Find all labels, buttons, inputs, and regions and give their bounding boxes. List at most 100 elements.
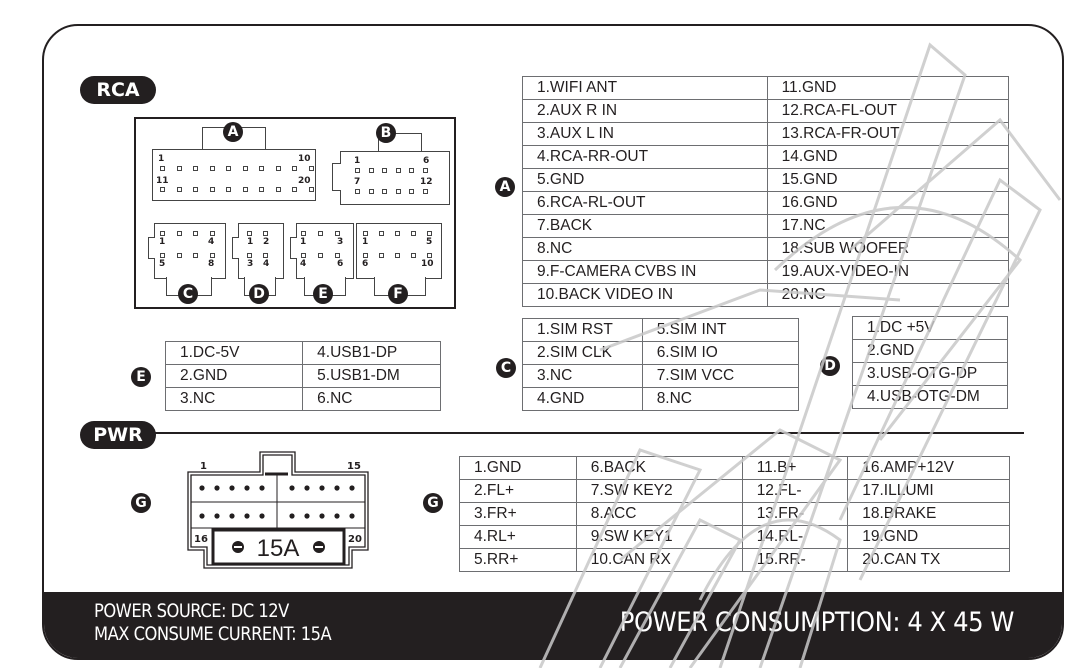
pin-cell: 5.SIM INT [641, 318, 800, 342]
pin-cell: 3.USB-OTG-DP [852, 362, 1008, 386]
pin-cell: 5.USB1-DM [302, 364, 441, 388]
pin-cell: 11.GND [766, 76, 1010, 100]
pwr-pin [289, 485, 295, 491]
pin-cell: 16.GND [766, 191, 1010, 215]
pin-hole [409, 189, 414, 194]
pwr-pin [259, 485, 265, 491]
table-row: 1.DC +5V [852, 316, 1008, 340]
max-current-text: MAX CONSUME CURRENT: 15A [94, 623, 332, 645]
connector-e-pin-label: 4 [300, 259, 307, 269]
pin-cell: 6.BACK [575, 456, 743, 480]
connector-b-pin-label: 1 [354, 156, 361, 166]
pin-hole [379, 253, 384, 258]
pin-cell: 5.RR+ [459, 548, 577, 572]
pin-hole [226, 187, 231, 192]
pwr-section-divider [154, 432, 1024, 434]
pwr-pin [319, 513, 325, 519]
pin-cell: 17.ILLUMI [847, 479, 1010, 503]
pin-hole [259, 166, 264, 171]
pin-hole [176, 231, 182, 236]
pin-hole [176, 253, 182, 258]
pin-cell: 5.GND [522, 168, 768, 192]
power-consumption-text: POWER CONSUMPTION: 4 X 45 W [619, 607, 1015, 638]
pin-hole [363, 231, 368, 236]
pin-hole [247, 231, 252, 236]
pin-cell: 12.FL- [741, 479, 849, 503]
pin-hole [193, 166, 198, 171]
pin-hole [335, 253, 340, 258]
pin-hole [160, 187, 165, 192]
pwr-pin-label: 20 [348, 534, 362, 545]
pin-cell: 1.GND [459, 456, 577, 480]
pin-hole [308, 166, 314, 171]
connector-a-badge: A [223, 122, 243, 142]
pin-hole [176, 166, 182, 171]
pin-cell: 16.AMP+12V [847, 456, 1010, 480]
pwr-pin [259, 513, 265, 519]
pwr-pin [289, 513, 295, 519]
pin-hole [395, 168, 401, 173]
pin-cell: 15.RR- [741, 548, 849, 572]
table-row: 3.USB-OTG-DP [852, 362, 1008, 386]
pin-hole [193, 187, 198, 192]
pin-hole [409, 168, 414, 173]
pin-hole [209, 166, 215, 171]
table-a-badge: A [495, 177, 515, 197]
pin-cell: 7.BACK [522, 214, 768, 238]
pin-cell: 19.AUX-VIDEO-IN [766, 260, 1010, 284]
pwr-connector-badge: G [131, 493, 151, 513]
connector-d-side-key [232, 237, 239, 259]
pin-cell: 15.GND [766, 168, 1010, 192]
pin-hole [292, 187, 297, 192]
pin-cell: 6.NC [302, 387, 441, 411]
pin-hole [395, 189, 401, 194]
pin-hole [382, 189, 387, 194]
pin-hole [259, 187, 264, 192]
connector-f-pin-label: 5 [426, 237, 433, 247]
pin-cell: 1.DC +5V [852, 316, 1008, 340]
pin-cell: 1.SIM RST [522, 318, 643, 342]
table-e-badge: E [131, 367, 151, 387]
connector-f-badge: F [388, 284, 408, 304]
connector-e-pin-label: 1 [300, 237, 307, 247]
pin-hole [160, 231, 165, 236]
pin-hole [301, 231, 306, 236]
pin-hole [422, 168, 428, 173]
pin-cell: 2.SIM CLK [522, 341, 643, 365]
connector-c-pin-label: 4 [208, 237, 215, 247]
pin-cell: 9.F-CAMERA CVBS IN [522, 260, 768, 284]
pin-cell: 2.GND [852, 339, 1008, 363]
pwr-pin [319, 485, 325, 491]
pwr-pin [214, 485, 220, 491]
rca-connector-diagram: A 1 10 11 20 B 1 6 7 12 C 1 4 5 8 D 1 2 … [134, 117, 456, 309]
connector-d-pin-label: 4 [263, 259, 270, 269]
pin-cell: 2.AUX R IN [522, 99, 768, 123]
pin-cell: 19.GND [847, 525, 1010, 549]
pin-hole [368, 189, 374, 194]
connector-b-shape [340, 151, 450, 205]
pin-cell: 10.BACK VIDEO IN [522, 283, 768, 307]
pin-cell: 4.RCA-RR-OUT [522, 145, 768, 169]
pwr-connector-outer-outline [187, 451, 369, 569]
connector-a-pin-label: 11 [156, 176, 169, 186]
pin-hole [275, 187, 281, 192]
pin-cell: 17.NC [766, 214, 1010, 238]
pwr-pin [349, 513, 355, 519]
pin-cell: 4.USB-OTG-DM [852, 385, 1008, 409]
footer-power-specs: POWER SOURCE: DC 12V MAX CONSUME CURRENT… [94, 600, 332, 646]
connector-e-pin-label: 3 [337, 237, 344, 247]
pwr-pin [199, 485, 205, 491]
pin-cell: 1.DC-5V [164, 341, 304, 365]
pin-hole [209, 187, 215, 192]
